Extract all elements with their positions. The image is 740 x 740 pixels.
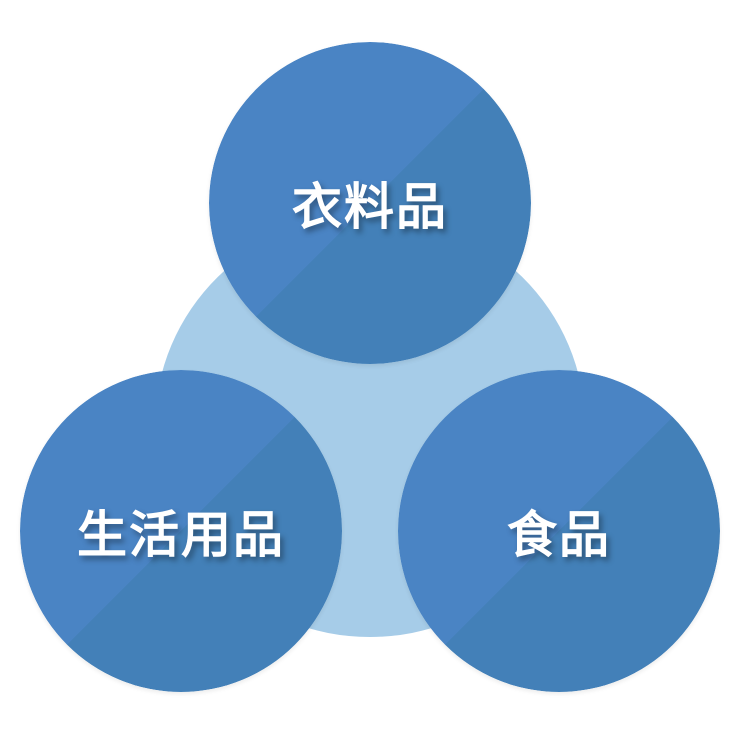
node-food: 食品: [398, 370, 720, 692]
node-daily-goods: 生活用品: [20, 370, 342, 692]
node-label-food: 食品: [507, 506, 611, 564]
node-label-clothing: 衣料品: [292, 178, 448, 236]
node-label-daily-goods: 生活用品: [77, 506, 285, 564]
node-fill: [20, 370, 342, 692]
node-fill: [398, 370, 720, 692]
node-fill: [209, 42, 531, 364]
node-clothing: 衣料品: [209, 42, 531, 364]
